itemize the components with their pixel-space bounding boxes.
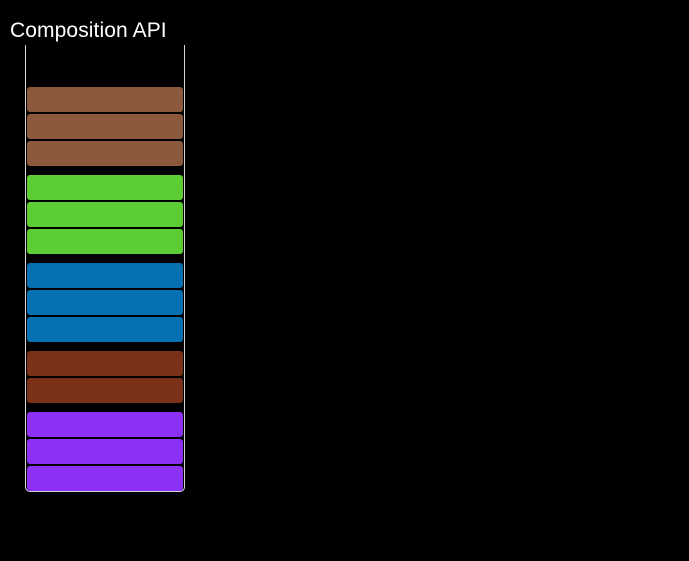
bar-brown-bar-1[interactable] [27,87,183,112]
bar-brown-bar-3[interactable] [27,141,183,166]
bar-group-purple-group [27,412,183,491]
bar-green-bar-2[interactable] [27,202,183,227]
bar-group-green-group [27,175,183,254]
bar-rust-bar-1[interactable] [27,351,183,376]
page-title: Composition API [10,19,167,42]
bar-blue-bar-2[interactable] [27,290,183,315]
bar-blue-bar-3[interactable] [27,317,183,342]
bar-green-bar-1[interactable] [27,175,183,200]
bar-rust-bar-2[interactable] [27,378,183,403]
bar-purple-bar-1[interactable] [27,412,183,437]
bar-blue-bar-1[interactable] [27,263,183,288]
bar-purple-bar-3[interactable] [27,466,183,491]
bar-group-brown-group [27,87,183,166]
bar-brown-bar-2[interactable] [27,114,183,139]
bar-purple-bar-2[interactable] [27,439,183,464]
bar-group-rust-group [27,351,183,403]
bar-green-bar-3[interactable] [27,229,183,254]
bar-list [27,87,183,491]
bar-group-blue-group [27,263,183,342]
bar-chart-panel [25,45,185,492]
